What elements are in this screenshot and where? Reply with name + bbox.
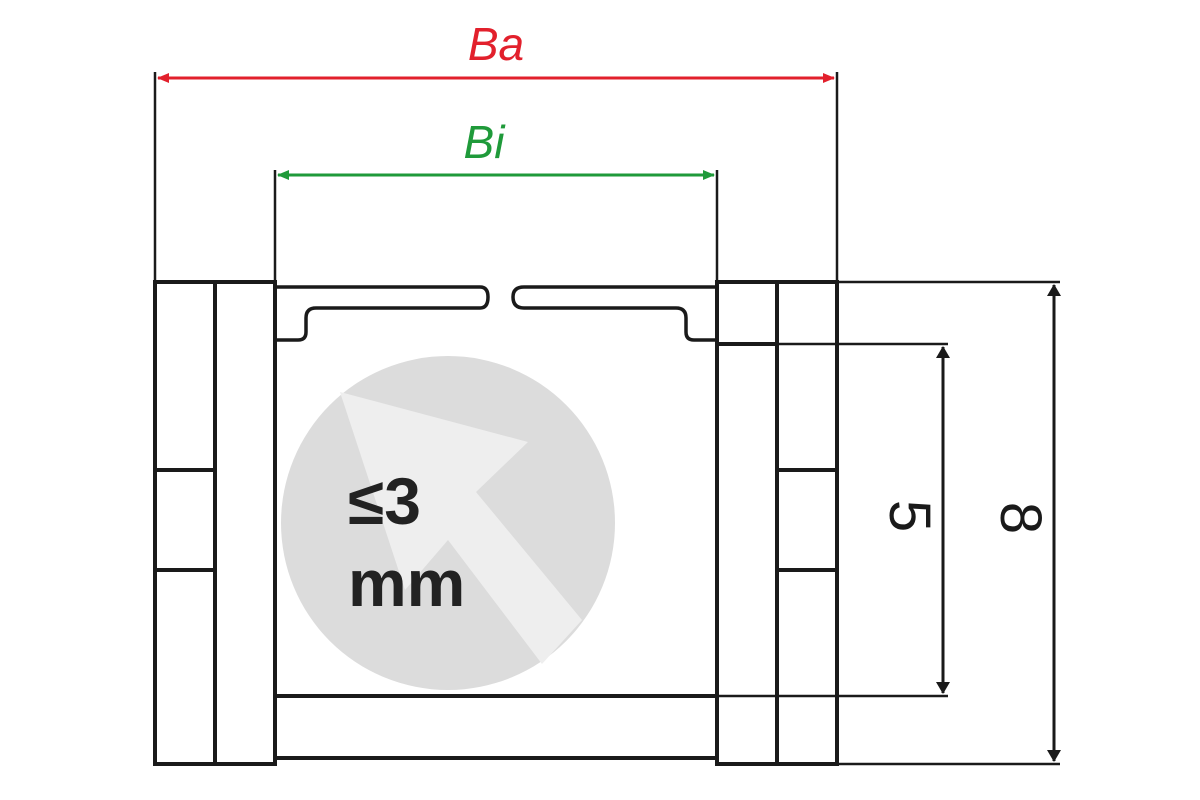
inner-width-dimension: Bi xyxy=(273,116,719,282)
outer-width-dimension: Ba xyxy=(153,18,839,282)
left-outer-plate xyxy=(153,280,217,766)
inner-height-label: 5 xyxy=(877,500,942,532)
outer-height-dimension: 8 xyxy=(837,280,1061,766)
inner-height-dimension: 5 xyxy=(717,342,950,698)
top-crossbar-left-half xyxy=(275,285,490,342)
cable-size-note-line1: ≤3 xyxy=(348,464,421,538)
cable-diameter-indicator xyxy=(281,356,615,690)
cable-size-note-line2: mm xyxy=(348,546,465,620)
outer-width-label: Ba xyxy=(468,18,524,70)
outer-height-label: 8 xyxy=(988,502,1053,534)
left-side-plate xyxy=(153,280,277,766)
cable-arrow-shape xyxy=(340,392,582,664)
top-crossbar-right-half xyxy=(511,285,717,342)
right-outer-plate xyxy=(775,280,839,766)
inner-width-label: Bi xyxy=(464,116,507,168)
right-inner-plate xyxy=(715,280,779,766)
top-crossbar xyxy=(275,285,717,342)
right-side-plate xyxy=(715,280,839,766)
left-inner-plate xyxy=(213,280,277,766)
bottom-crossbar xyxy=(275,694,717,760)
